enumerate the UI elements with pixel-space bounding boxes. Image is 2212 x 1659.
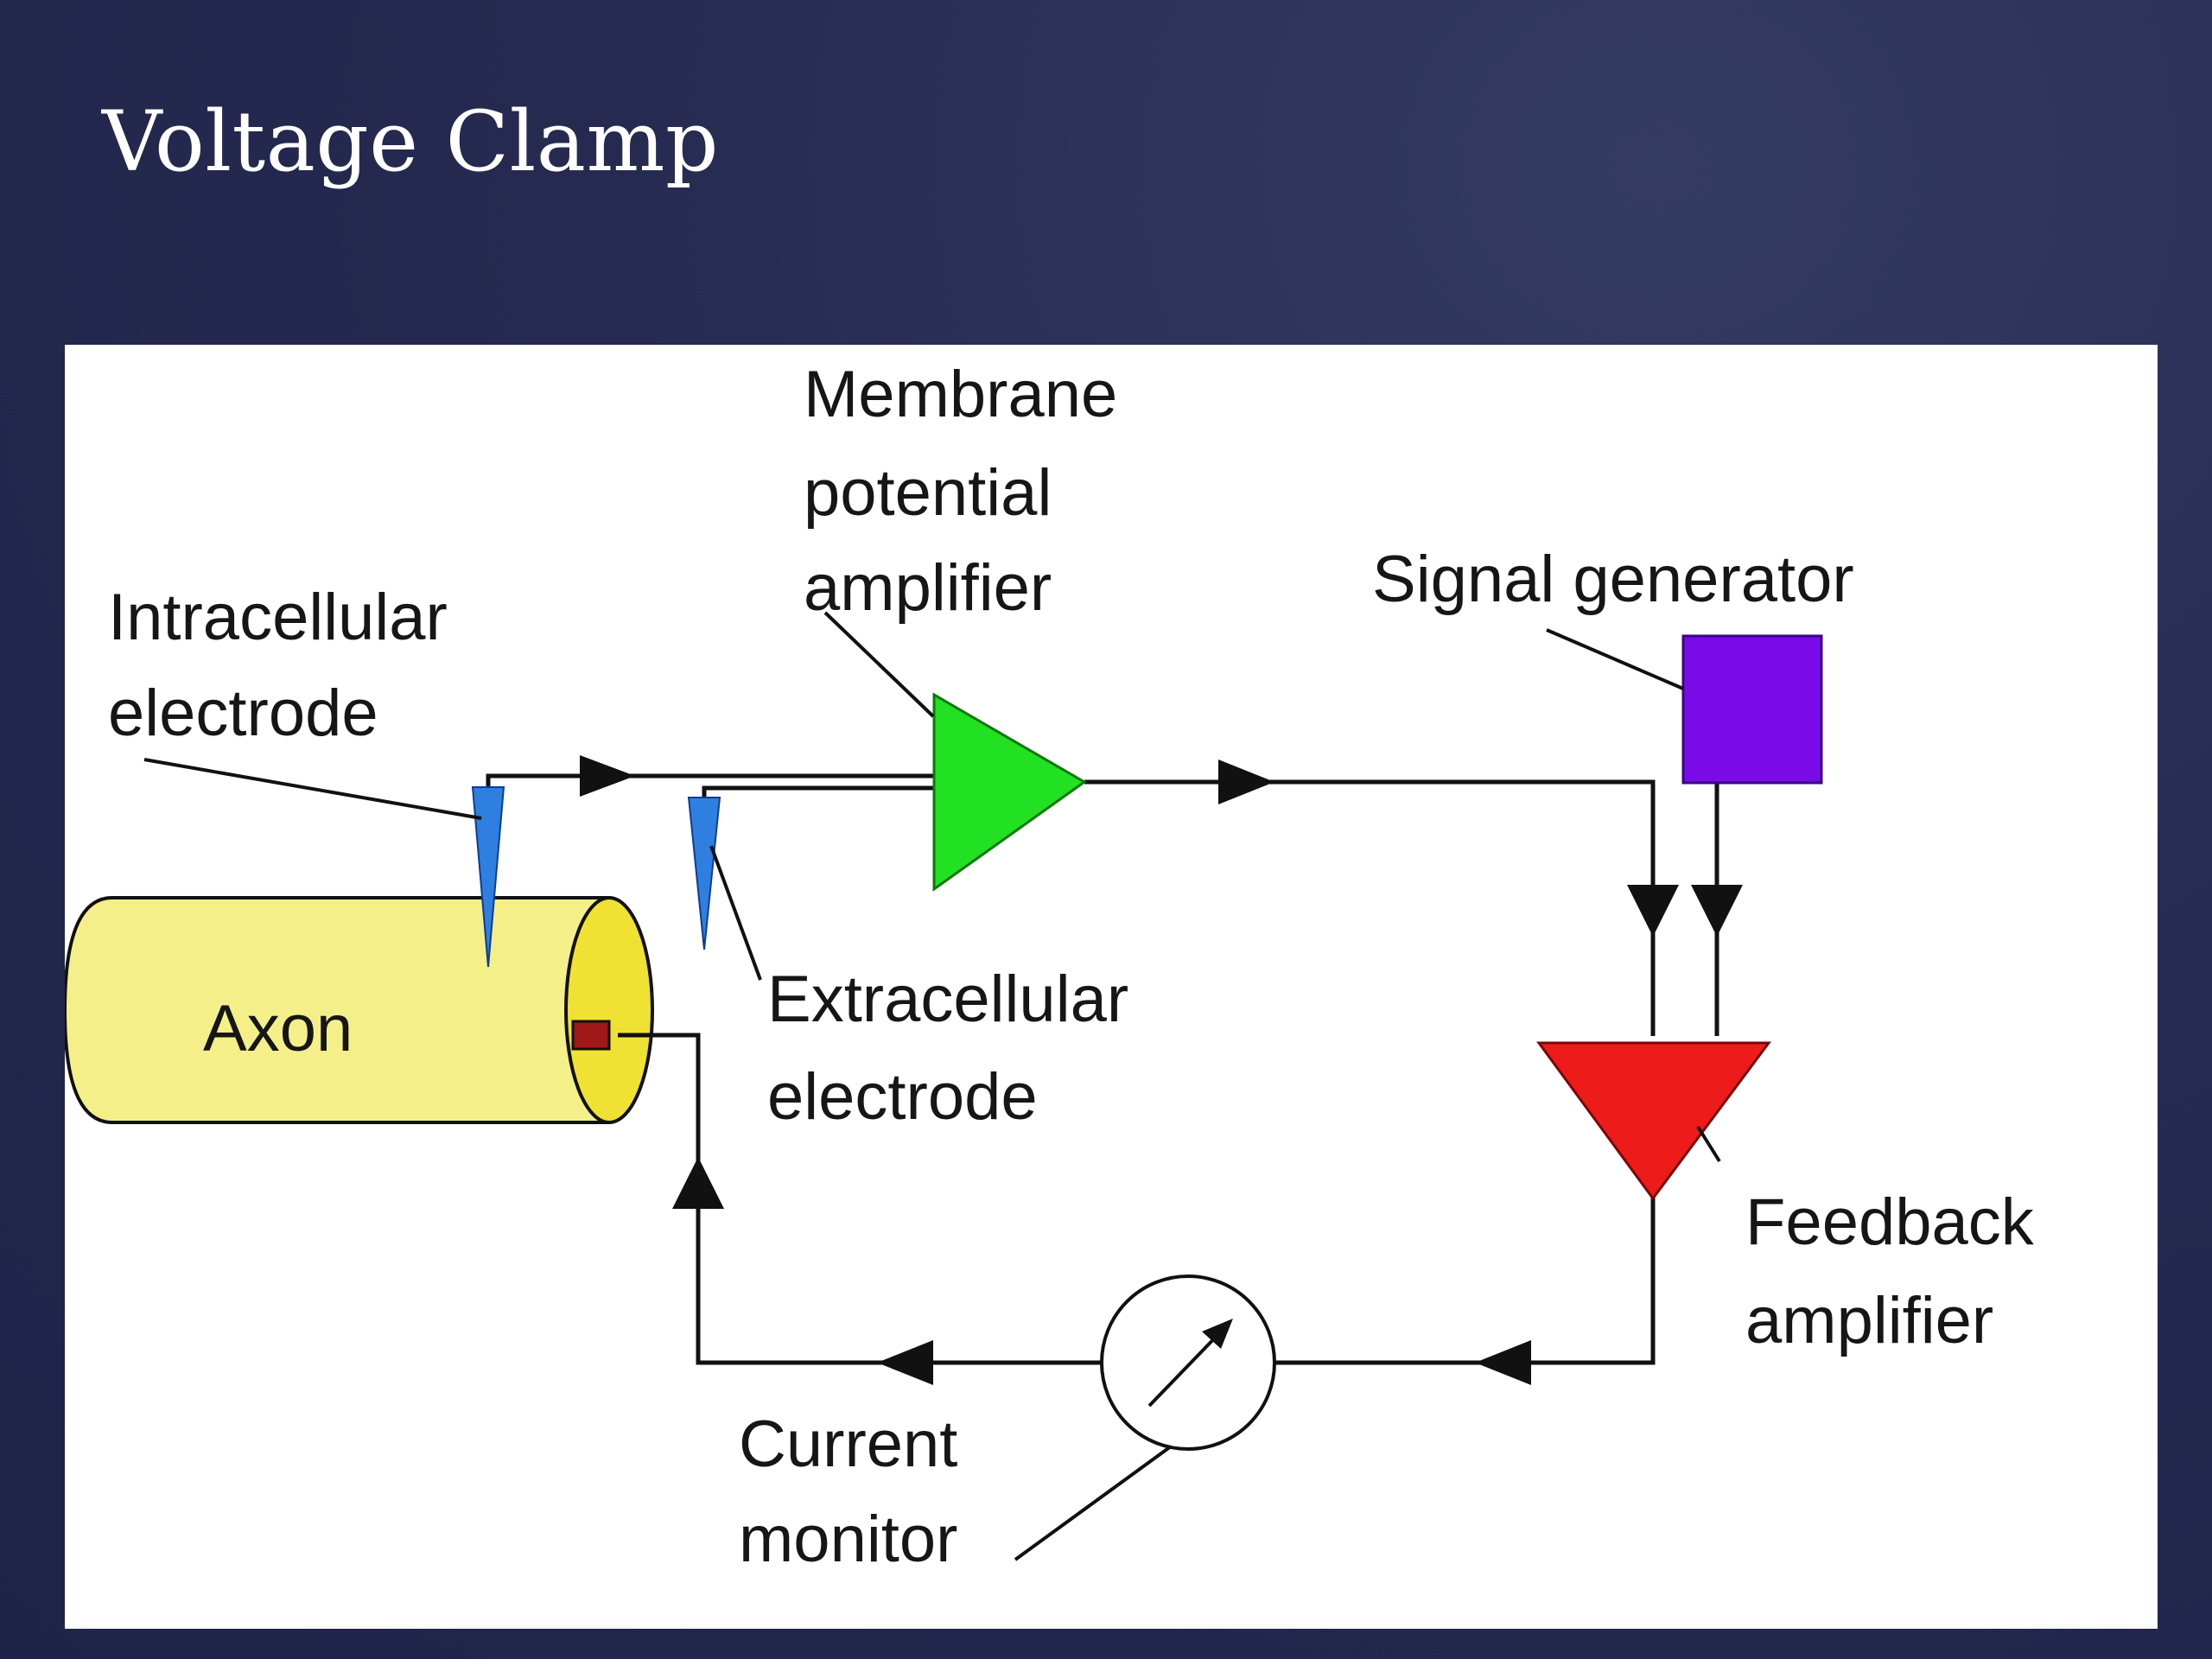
label-extracellular-line1: Extracellular xyxy=(767,963,1128,1036)
axon xyxy=(65,896,654,1124)
leader-feedback xyxy=(1696,1125,1721,1163)
label-current-line2: monitor xyxy=(739,1503,957,1576)
label-axon: Axon xyxy=(203,992,353,1065)
label-intracellular-line1: Intracellular xyxy=(108,581,448,654)
slide-title: Voltage Clamp xyxy=(102,93,719,190)
label-membrane-line2: potential xyxy=(804,456,1052,530)
arrow-up-to-axon xyxy=(672,1157,724,1209)
arrow-bottom-left-2 xyxy=(877,1340,933,1385)
leader-membrane-amplifier xyxy=(823,611,935,718)
wire-intracellular xyxy=(486,773,934,787)
contact-pad xyxy=(571,1020,611,1051)
extracellular-electrode xyxy=(687,797,721,950)
axon-end xyxy=(564,896,654,1124)
label-signal-generator: Signal generator xyxy=(1372,543,1854,616)
diagram-canvas: Intracellular electrode Membrane potenti… xyxy=(65,358,2035,1576)
arrow-bottom-left-1 xyxy=(1475,1340,1531,1385)
wire-membrane-output xyxy=(1084,779,1656,1036)
label-feedback-line1: Feedback xyxy=(1745,1185,2035,1259)
current-monitor xyxy=(1100,1274,1276,1451)
feedback-amplifier xyxy=(1536,1041,1771,1201)
electrodes xyxy=(471,786,721,968)
wire-feedback-output xyxy=(1274,1179,1656,1365)
wire-extracellular xyxy=(702,785,934,798)
label-intracellular-line2: electrode xyxy=(108,677,378,750)
arrow-intracellular-right xyxy=(580,755,635,797)
arrow-membrane-output-right xyxy=(1218,760,1274,804)
label-membrane-line1: Membrane xyxy=(804,358,1117,431)
wires xyxy=(486,773,1719,1365)
voltage-clamp-diagram: Intracellular electrode Membrane potenti… xyxy=(65,345,2158,1629)
leader-current-monitor xyxy=(1014,1445,1173,1561)
label-extracellular-line2: electrode xyxy=(767,1060,1038,1134)
arrowheads xyxy=(580,755,1743,1385)
membrane-potential-amplifier xyxy=(932,692,1087,892)
leader-lines xyxy=(143,611,1721,1561)
leader-signal-generator xyxy=(1546,628,1684,690)
label-current-line1: Current xyxy=(739,1408,957,1481)
leader-extracellular xyxy=(709,845,762,981)
label-feedback-line2: amplifier xyxy=(1745,1284,1993,1357)
leader-intracellular xyxy=(143,758,482,820)
axon-body xyxy=(65,896,611,1124)
arrow-down-left xyxy=(1627,885,1679,937)
intracellular-electrode xyxy=(471,786,505,968)
labels: Intracellular electrode Membrane potenti… xyxy=(108,358,2035,1576)
signal-generator xyxy=(1681,634,1823,785)
label-membrane-line3: amplifier xyxy=(804,551,1052,625)
arrow-down-right xyxy=(1691,885,1743,937)
